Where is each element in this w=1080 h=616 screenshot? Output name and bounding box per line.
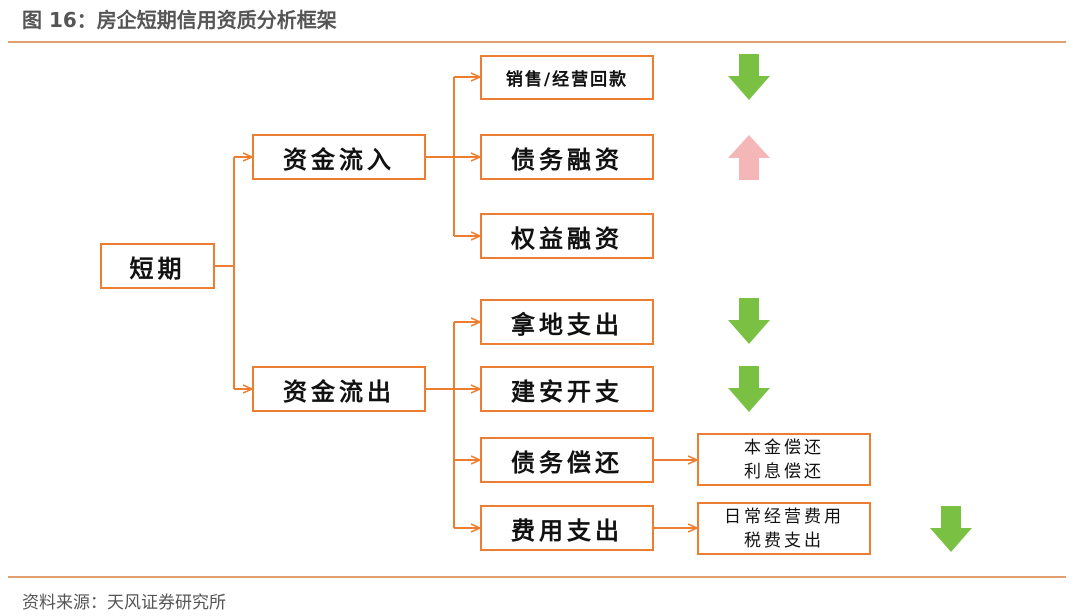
node-land-expenditure: 拿地支出 (480, 299, 654, 345)
node-cash-inflow: 资金流入 (252, 134, 426, 180)
node-debt-repayment: 债务偿还 (480, 437, 654, 483)
detail-tax-expense: 税费支出 (744, 530, 824, 551)
node-repayment-detail: 本金偿还 利息偿还 (697, 433, 871, 486)
node-construction-expenditure: 建安开支 (480, 366, 654, 412)
arrow-down-icon (728, 54, 770, 100)
arrow-down-icon (930, 506, 972, 552)
node-debt-financing: 债务融资 (480, 134, 654, 180)
node-equity-financing: 权益融资 (480, 213, 654, 259)
bottom-divider (8, 576, 1066, 578)
arrow-down-icon (728, 366, 770, 412)
node-short-term: 短期 (100, 243, 215, 289)
node-sales-collection: 销售/经营回款 (480, 55, 654, 100)
node-expense-detail: 日常经营费用 税费支出 (697, 502, 871, 555)
arrow-down-icon (728, 298, 770, 344)
arrow-up-icon (728, 135, 770, 180)
detail-principal: 本金偿还 (744, 437, 824, 458)
source-note: 资料来源：天风证券研究所 (22, 593, 226, 613)
node-cash-outflow: 资金流出 (252, 366, 426, 412)
node-expense-expenditure: 费用支出 (480, 505, 654, 551)
detail-operating-expense: 日常经营费用 (724, 506, 844, 527)
top-divider (8, 41, 1066, 43)
figure-title: 图 16：房企短期信用资质分析框架 (22, 8, 337, 32)
detail-interest: 利息偿还 (744, 461, 824, 482)
